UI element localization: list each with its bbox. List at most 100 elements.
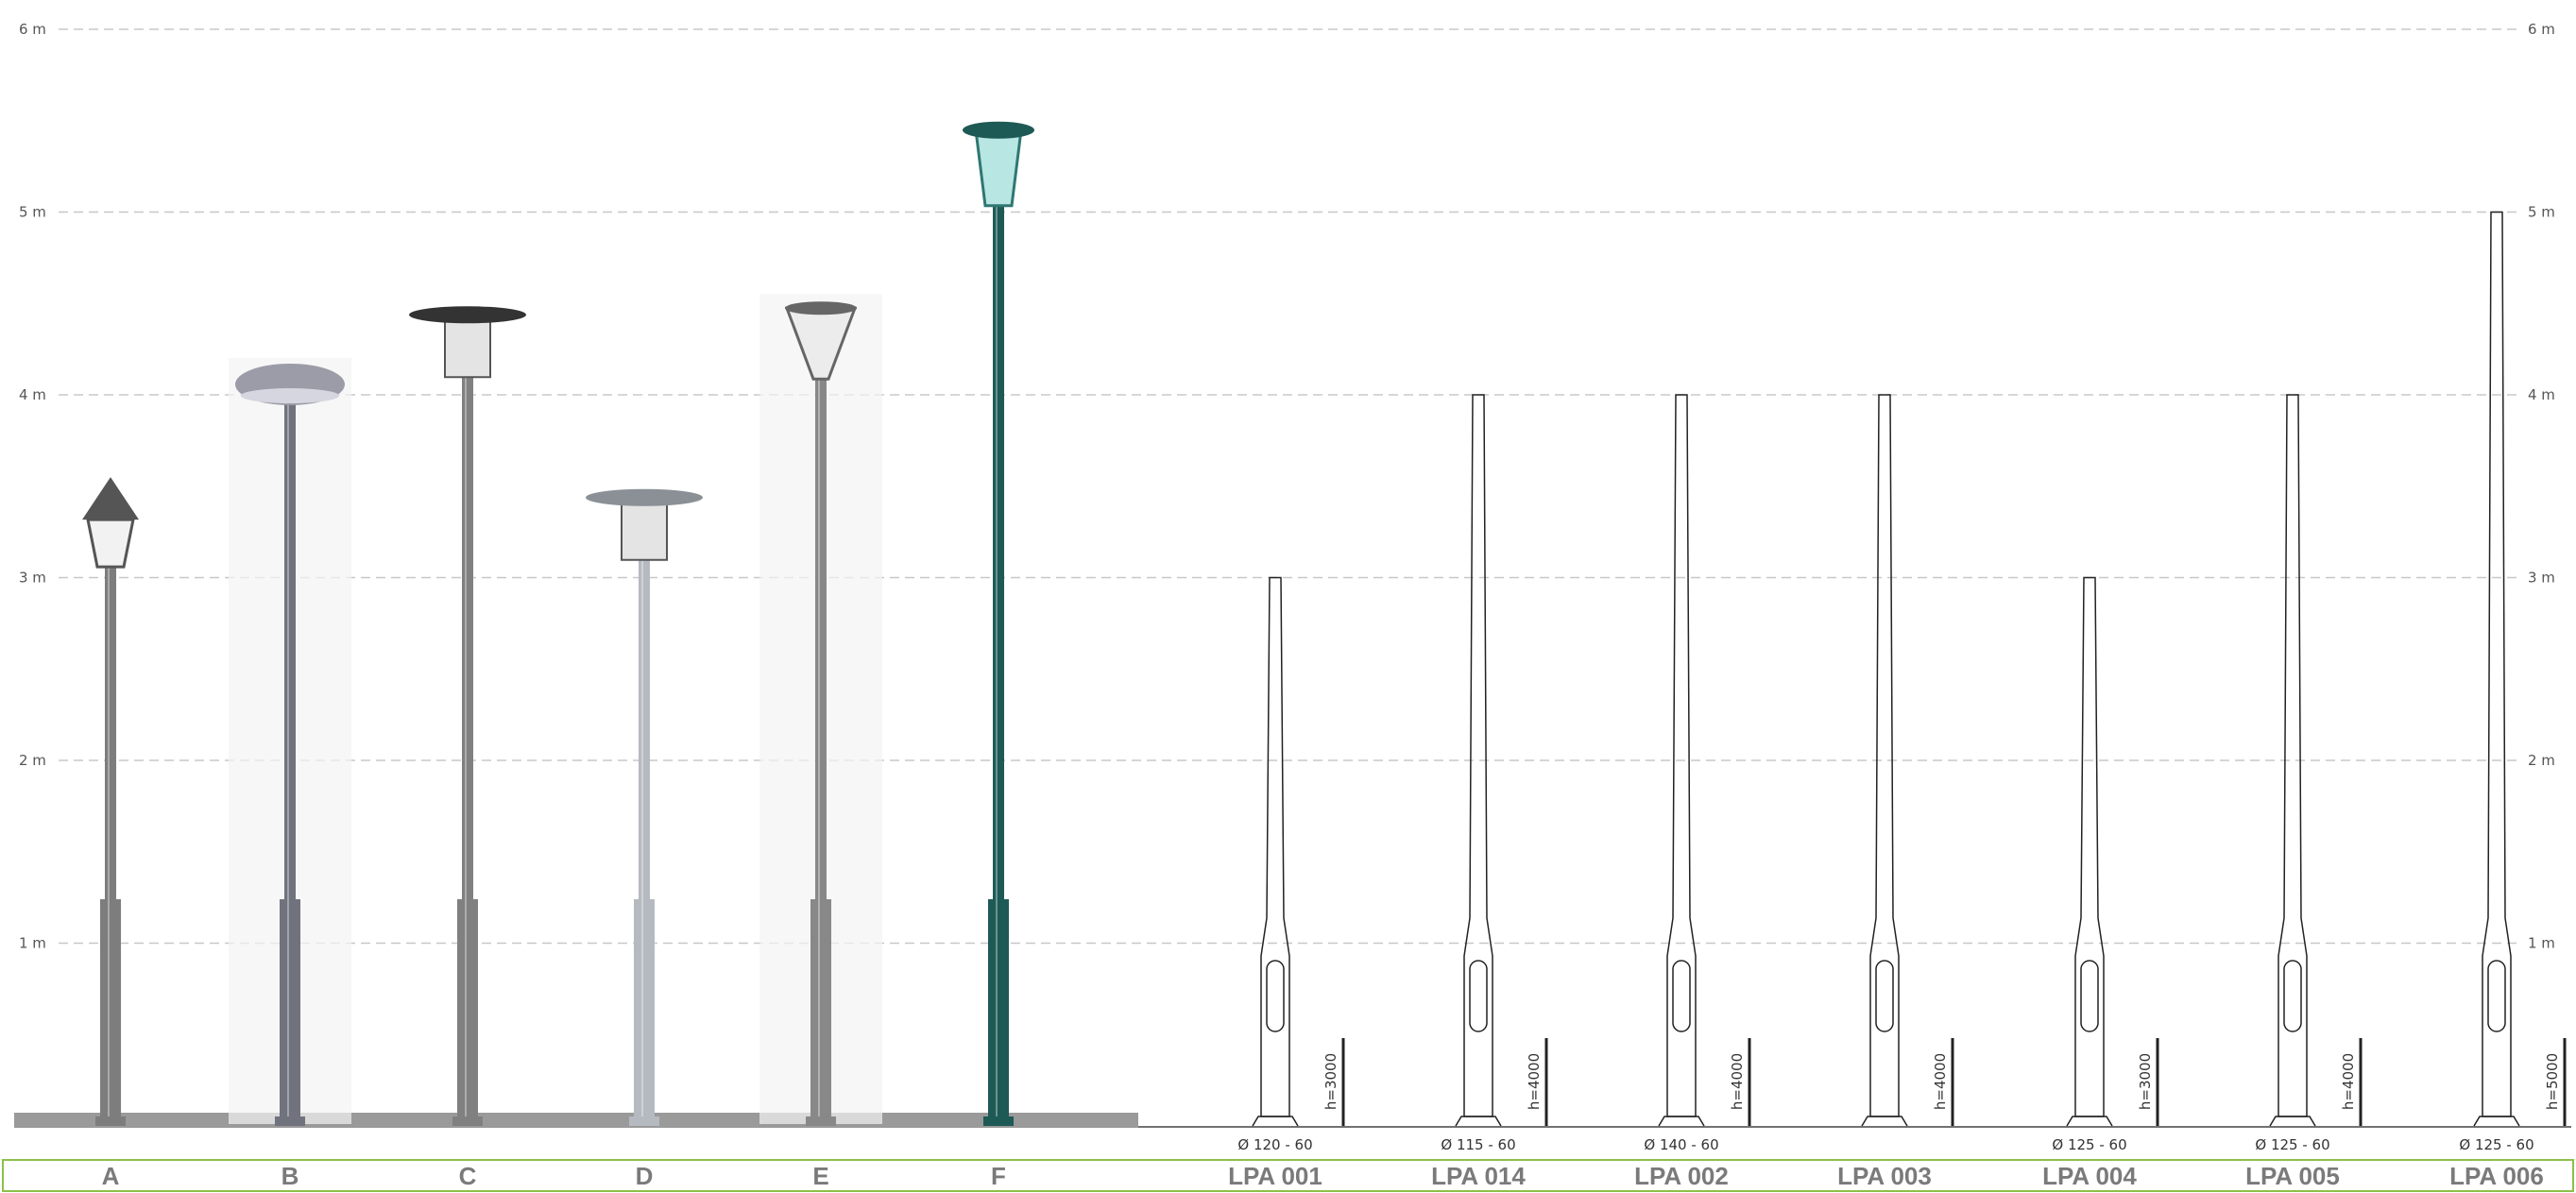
pole-outline xyxy=(2074,576,2105,1117)
ground-bar xyxy=(14,1113,1138,1128)
height-label-left-6m: 6 m xyxy=(19,21,46,38)
drawing-label-lpa-003: LPA 003 xyxy=(1837,1162,1932,1190)
cone-top-ring xyxy=(785,301,857,315)
height-label-right-2m: 2 m xyxy=(2528,752,2555,769)
base-flange xyxy=(1455,1116,1502,1127)
pole-highlight xyxy=(108,505,110,1116)
base-flange xyxy=(2473,1116,2520,1127)
pole-outline xyxy=(1869,394,1900,1117)
pole-outline xyxy=(2277,394,2308,1117)
lamp-disc xyxy=(586,488,703,506)
base-flange xyxy=(2269,1116,2316,1127)
drawing-lpa-002: h=4000 Ø 140 - 60 xyxy=(1644,394,1751,1153)
pole-base xyxy=(95,1116,126,1126)
drawing-lpa-014: h=4000 Ø 115 - 60 xyxy=(1441,394,1548,1153)
access-door xyxy=(1672,960,1691,1032)
height-label-right-6m: 6 m xyxy=(2528,21,2555,38)
height-label-right-1m: 1 m xyxy=(2528,935,2555,952)
drawing-lpa-003: h=4000 xyxy=(1861,394,1954,1127)
pole-base xyxy=(452,1116,483,1126)
pole-lower-section xyxy=(634,899,655,1118)
lantern-glass xyxy=(86,518,135,569)
pole-D xyxy=(586,488,703,1126)
height-label-left-1m: 1 m xyxy=(19,935,46,952)
bell-glass xyxy=(974,128,1023,208)
access-door xyxy=(2080,960,2099,1032)
photo-poles xyxy=(82,121,1034,1126)
height-label-left-4m: 4 m xyxy=(19,386,46,403)
drawing-label-lpa-005: LPA 005 xyxy=(2245,1162,2340,1190)
pole-shaft xyxy=(105,505,116,901)
mushroom-diffuser xyxy=(241,387,339,403)
pole-B xyxy=(229,357,351,1126)
drawing-label-lpa-001: LPA 001 xyxy=(1228,1162,1322,1190)
height-label-left-2m: 2 m xyxy=(19,752,46,769)
lantern-roof xyxy=(82,477,139,520)
pole-shaft xyxy=(993,148,1004,901)
pole-outline xyxy=(1666,394,1697,1117)
pole-highlight xyxy=(818,332,820,1116)
height-dimension-text: h=4000 xyxy=(1932,1053,1949,1110)
drawing-label-lpa-014: LPA 014 xyxy=(1431,1162,1526,1190)
pole-C xyxy=(409,306,526,1126)
base-flange xyxy=(1658,1116,1705,1127)
diameter-label: Ø 115 - 60 xyxy=(1441,1136,1515,1153)
access-door xyxy=(2283,960,2302,1032)
drawing-lpa-005: h=4000 Ø 125 - 60 xyxy=(2255,394,2363,1153)
pole-E xyxy=(759,294,882,1126)
pole-shaft xyxy=(284,395,296,902)
height-dimension-text: h=3000 xyxy=(1322,1053,1339,1110)
pole-lower-section xyxy=(457,899,478,1118)
pole-F xyxy=(963,121,1034,1126)
pole-label-A: A xyxy=(102,1162,120,1190)
height-label-right-4m: 4 m xyxy=(2528,386,2555,403)
drawing-label-lpa-006: LPA 006 xyxy=(2449,1162,2544,1190)
height-label-left-3m: 3 m xyxy=(19,570,46,587)
pole-shaft xyxy=(639,514,650,901)
access-door xyxy=(1469,960,1488,1032)
bell-cap xyxy=(963,121,1034,139)
label-frame xyxy=(2,1159,2574,1192)
pole-lower-section xyxy=(810,899,831,1118)
diameter-label: Ø 125 - 60 xyxy=(2052,1136,2126,1153)
base-flange xyxy=(1861,1116,1908,1127)
pole-lower-section xyxy=(100,899,121,1118)
pole-base xyxy=(275,1116,305,1126)
height-dimension-text: h=4000 xyxy=(1729,1053,1746,1110)
diameter-label: Ø 125 - 60 xyxy=(2255,1136,2329,1153)
pole-highlight xyxy=(996,148,998,1116)
pole-label-F: F xyxy=(991,1162,1006,1190)
pole-label-C: C xyxy=(459,1162,477,1190)
access-door xyxy=(1266,960,1285,1032)
height-label-right-3m: 3 m xyxy=(2528,570,2555,587)
height-label-right-5m: 5 m xyxy=(2528,204,2555,221)
height-dimension-text: h=5000 xyxy=(2544,1053,2561,1110)
height-dimension-text: h=4000 xyxy=(1526,1053,1543,1110)
diameter-label: Ø 140 - 60 xyxy=(1644,1136,1718,1153)
access-door xyxy=(2487,960,2506,1032)
pole-highlight xyxy=(287,395,289,1117)
drawing-label-lpa-004: LPA 004 xyxy=(2042,1162,2137,1190)
base-flange xyxy=(2066,1116,2113,1127)
pole-label-D: D xyxy=(636,1162,654,1190)
pole-shaft xyxy=(815,332,827,901)
pole-lower-section xyxy=(280,899,300,1118)
height-dimension-text: h=3000 xyxy=(2137,1053,2154,1110)
drawing-lpa-004: h=3000 Ø 125 - 60 xyxy=(2052,576,2159,1153)
drawing-label-lpa-002: LPA 002 xyxy=(1634,1162,1729,1190)
height-label-left-5m: 5 m xyxy=(19,204,46,221)
access-door xyxy=(1875,960,1894,1032)
base-flange xyxy=(1252,1116,1299,1127)
pole-highlight xyxy=(465,332,467,1116)
pole-outline xyxy=(2482,211,2512,1117)
pole-base xyxy=(983,1116,1014,1126)
height-grid: 6 m 6 m 5 m 5 m 4 m 4 m 3 m 3 m 2 m 2 m 1 m 1 m xyxy=(19,21,2555,952)
pole-A xyxy=(82,477,139,1126)
lamp-disc xyxy=(409,306,526,324)
pole-label-B: B xyxy=(281,1162,299,1190)
height-dimension-text: h=4000 xyxy=(2340,1053,2357,1110)
